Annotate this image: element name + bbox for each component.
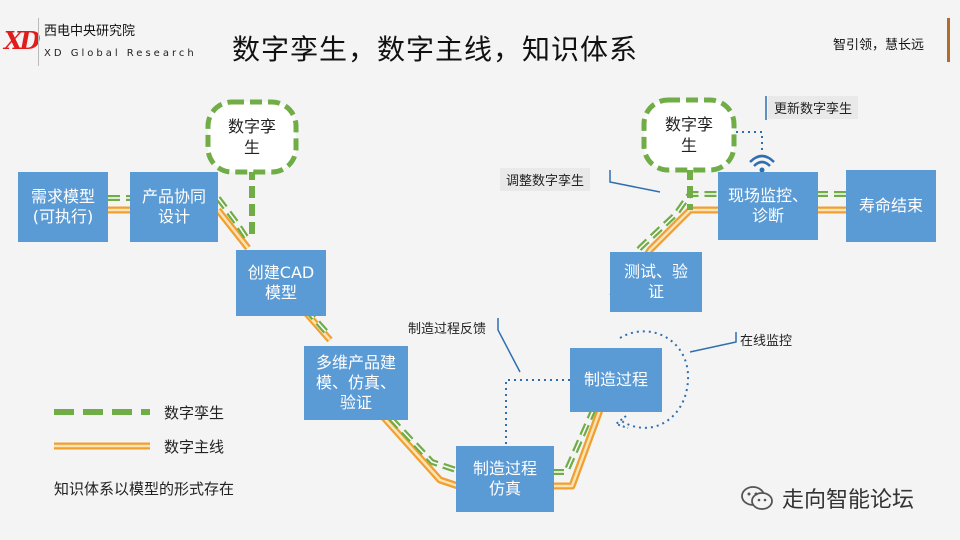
adjust-twin-callout: 调整数字孪生	[500, 168, 591, 191]
digital-twin-cloud-right: 数字孪 生	[664, 115, 713, 155]
multi-sim-box: 多维产品建 模、仿真、 验证	[304, 346, 408, 420]
wifi-icon	[749, 154, 775, 167]
mfg-simulation-box: 制造过程 仿真	[456, 446, 554, 512]
accent-bar	[947, 18, 950, 62]
org-name-cn: 西电中央研究院	[44, 24, 136, 39]
right-twin-cloud-outline	[641, 97, 737, 173]
org-name-en: XD Global Research	[44, 48, 197, 59]
knowledge-system-note: 知识体系以模型的形式存在	[54, 480, 235, 498]
legend-digital-thread-label: 数字主线	[164, 438, 225, 456]
xd-logo: XD	[4, 26, 40, 55]
watermark-text: 走向智能论坛	[782, 488, 915, 513]
end-of-life-box: 寿命结束	[846, 170, 936, 242]
digital-twin-cloud-left: 数字孪 生	[227, 117, 276, 157]
requirements-model-box: 需求模型 (可执行)	[18, 172, 108, 242]
legend-digital-twin-label: 数字孪生	[164, 404, 225, 422]
product-design-box: 产品协同 设计	[130, 172, 218, 242]
digital-twin-path	[108, 168, 846, 475]
test-verify-box: 测试、验 证	[610, 252, 702, 312]
wechat-watermark: 走向智能论坛	[740, 482, 914, 514]
slide-title: 数字孪生，数字主线，知识体系	[232, 33, 639, 66]
slogan: 智引领，慧长远	[832, 38, 924, 53]
mfg-feedback-callout: 制造过程反馈	[408, 322, 487, 337]
left-twin-cloud-outline	[205, 99, 299, 175]
logo-divider	[38, 18, 39, 66]
online-monitor-callout: 在线监控	[740, 334, 793, 349]
mfg-process-box: 制造过程	[570, 348, 662, 412]
cad-model-box: 创建CAD 模型	[236, 250, 326, 316]
wechat-icon	[741, 486, 773, 510]
field-monitoring-box: 现场监控、 诊断	[718, 172, 818, 240]
update-twin-callout: 更新数字孪生	[768, 96, 859, 119]
